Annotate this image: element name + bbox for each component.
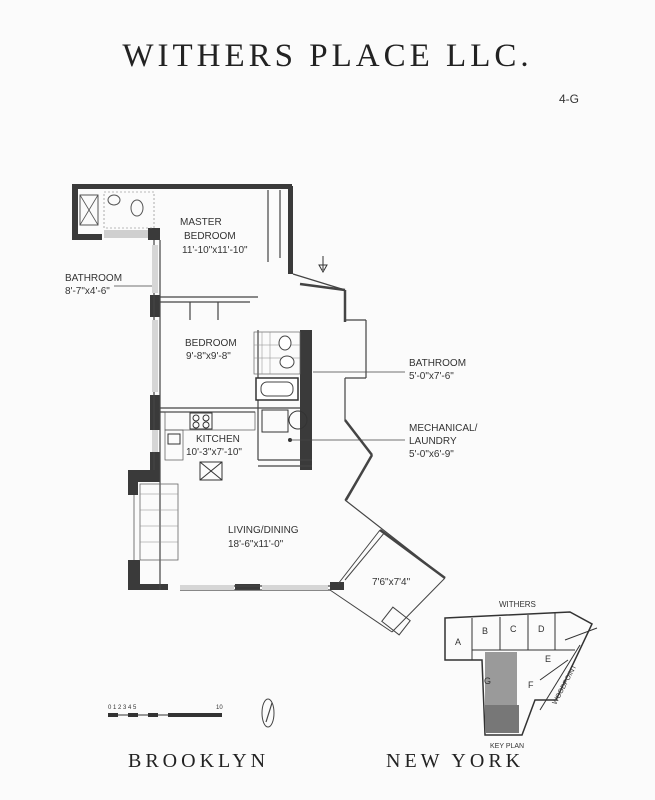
label: B [482,626,488,636]
kitchen-dims: 10'-3"x7'-10" [186,447,242,458]
bathroom-left-dims: 8'-7"x4'-6" [65,286,110,297]
entry-arrow-icon [318,256,328,274]
kitchen-fixtures [164,411,256,481]
bathroom-right-dims: 5'-0"x7'-6" [409,371,454,382]
label: E [545,654,551,664]
balcony-dims: 7'6"x7'4" [372,577,411,588]
footer-city: BROOKLYN [128,750,270,772]
north-arrow-icon [261,698,275,728]
page-title: WITHERS PLACE LLC. [122,38,533,74]
scale-bar: 0 1 2 3 4 5 10 [108,705,223,717]
footer-state: NEW YORK [386,750,525,772]
leader-lines [114,285,405,441]
key-plan-units: A B C D E F G [455,624,551,690]
windows [152,245,328,590]
room-labels: MASTER BEDROOM 11'-10"x11'-10" BATHROOM … [65,217,478,588]
bathroom-right-name: BATHROOM [409,358,466,369]
scale-end: 10 [216,705,223,711]
bathroom-fixtures-right [253,331,308,442]
living-name: LIVING/DINING [228,525,299,536]
scale-marks: 0 1 2 3 4 5 [108,705,137,711]
label: F [528,680,534,690]
label: A [455,637,461,647]
exterior-walls [72,184,344,590]
bathroom-fixtures-left [79,191,155,238]
mechanical-name: MECHANICAL/ [409,423,478,434]
master-bedroom-name: MASTER [180,217,222,228]
entry-closet [133,483,179,561]
key-plan-street-top: WITHERS [499,600,536,609]
key-plan: WITHERS A B C D E F G WOODPOINT K [444,600,598,750]
kitchen-name: KITCHEN [196,434,240,445]
bedroom-name: BEDROOM [185,338,237,349]
label: D [538,624,545,634]
key-plan-label: KEY PLAN [490,743,524,750]
mechanical-dims: 5'-0"x6'-9" [409,449,454,460]
label: G [484,676,491,686]
master-bedroom-name-2: BEDROOM [184,231,236,242]
living-dims: 18'-6"x11'-0" [228,539,284,550]
bathroom-left-name: BATHROOM [65,273,122,284]
mechanical-name-2: LAUNDRY [409,436,457,447]
master-bedroom-dims: 11'-10"x11'-10" [182,245,248,256]
bedroom-dims: 9'-8"x9'-8" [186,351,231,362]
diagonal-walls [299,282,446,580]
label: C [510,624,517,634]
unit-number: 4-G [558,92,579,106]
balcony [329,529,446,636]
